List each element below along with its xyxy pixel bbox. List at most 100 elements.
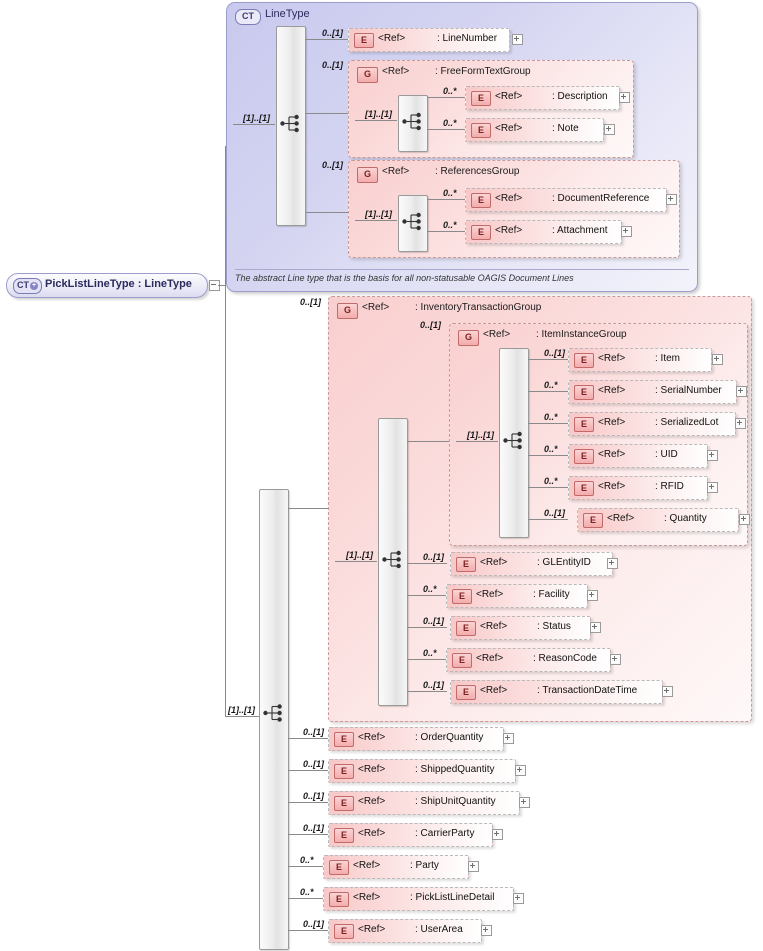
cardinality-orderquantity: 0..[1] [303,727,325,737]
sequence-icon [503,431,525,455]
expand-button-serialnumber[interactable] [736,386,747,397]
complextype-title: LineType [265,8,310,20]
element-glentityid[interactable]: E <Ref> : GLEntityID [450,552,613,576]
group-ref-label: <Ref> [362,302,390,313]
connector [427,129,465,130]
cardinality-freeformtextgroup: 0..[1] [322,60,344,70]
expand-button-carrierparty[interactable] [492,829,503,840]
expand-button-userarea[interactable] [481,925,492,936]
connector [407,659,447,660]
connector-trunk [225,146,226,716]
element-userarea[interactable]: E <Ref> : UserArea [328,919,482,943]
element-name: : UID [655,449,678,460]
element-ref-label: <Ref> [495,193,523,204]
element-attachment[interactable]: E <Ref> : Attachment [465,220,622,244]
expand-button-rfid[interactable] [707,482,718,493]
cardinality-documentreference: 0..* [443,188,457,198]
cardinality-note: 0..* [443,118,457,128]
element-icon: E [456,621,476,636]
connector [456,441,498,442]
sequence-icon [382,550,404,574]
element-name: : Item [655,353,681,364]
cardinality-facility: 0..* [423,584,437,594]
element-transactiondatetime[interactable]: E <Ref> : TransactionDateTime [450,680,663,704]
expand-button-reasoncode[interactable] [610,654,621,665]
cardinality-userarea: 0..[1] [303,919,325,929]
expand-button-note[interactable] [604,124,615,135]
connector [528,391,568,392]
cardinality-shipunitquantity: 0..[1] [303,791,325,801]
expand-button-documentreference[interactable] [666,194,677,205]
element-carrierparty[interactable]: E <Ref> : CarrierParty [328,823,493,847]
element-icon: E [456,557,476,572]
element-name: : Description [552,91,608,102]
expand-button-picklistlinedetail[interactable] [513,893,524,904]
element-ref-label: <Ref> [607,513,635,524]
sequence-icon [263,704,285,727]
expand-button-quantity[interactable] [739,514,750,525]
element-status[interactable]: E <Ref> : Status [450,616,591,640]
connector [528,455,568,456]
element-name: : PickListLineDetail [410,892,495,903]
element-orderquantity[interactable]: E <Ref> : OrderQuantity [328,727,504,751]
element-shipunitquantity[interactable]: E <Ref> : ShipUnitQuantity [328,791,520,815]
element-serialnumber[interactable]: E <Ref> : SerialNumber [568,380,737,404]
element-uid[interactable]: E <Ref> : UID [568,444,708,468]
connector [427,231,465,232]
expand-button-glentityid[interactable] [607,558,618,569]
element-reasoncode[interactable]: E <Ref> : ReasonCode [446,648,611,672]
element-name: : ShipUnitQuantity [415,796,496,807]
group-icon: G [357,167,378,183]
expand-button-status[interactable] [590,622,601,633]
expand-button-attachment[interactable] [621,226,632,237]
element-shippedquantity[interactable]: E <Ref> : ShippedQuantity [328,759,516,783]
sequence-compositor-inventorytransactiongroup [378,418,408,706]
element-facility[interactable]: E <Ref> : Facility [446,584,588,608]
element-icon: E [334,828,354,843]
cardinality-uid: 0..* [544,444,558,454]
connector [288,866,328,867]
element-ref-label: <Ref> [598,385,626,396]
element-documentreference[interactable]: E <Ref> : DocumentReference [465,188,667,212]
element-icon: E [354,33,374,48]
element-ref-label: <Ref> [358,796,386,807]
expand-button-orderquantity[interactable] [503,733,514,744]
connector [355,120,397,121]
group-icon: G [458,330,479,346]
element-linenumber[interactable]: E <Ref> : LineNumber [348,28,510,52]
expand-button-item[interactable] [712,354,723,365]
connector [335,561,377,562]
expand-button-shipunitquantity[interactable] [519,797,530,808]
cardinality-attachment: 0..* [443,220,457,230]
complextype-icon: CT+ [13,278,42,294]
expand-button-serializedlot[interactable] [735,418,746,429]
cardinality-carrierparty: 0..[1] [303,823,325,833]
element-icon: E [574,385,594,400]
element-quantity[interactable]: E <Ref> : Quantity [577,508,739,532]
expand-button-transactiondatetime[interactable] [662,686,673,697]
expand-button-facility[interactable] [587,590,598,601]
element-icon: E [574,417,594,432]
expand-button-linenumber[interactable] [512,34,523,45]
element-party[interactable]: E <Ref> : Party [323,855,469,879]
expand-button-shippedquantity[interactable] [515,765,526,776]
expand-button-uid[interactable] [707,450,718,461]
root-node-picklistlinetype[interactable]: CT+ PickListLineType : LineType [6,273,208,298]
element-ref-label: <Ref> [353,860,381,871]
element-rfid[interactable]: E <Ref> : RFID [568,476,708,500]
group-icon: G [357,67,378,83]
element-item[interactable]: E <Ref> : Item [568,348,712,372]
element-icon: E [471,225,491,240]
expand-button-description[interactable] [619,92,630,103]
element-serializedlot[interactable]: E <Ref> : SerializedLot [568,412,736,436]
element-ref-label: <Ref> [598,481,626,492]
connector [305,212,349,213]
element-description[interactable]: E <Ref> : Description [465,86,620,110]
element-picklistlinedetail[interactable]: E <Ref> : PickListLineDetail [323,887,514,911]
connector [218,285,226,286]
expand-button-party[interactable] [468,861,479,872]
element-note[interactable]: E <Ref> : Note [465,118,604,142]
connector [288,898,328,899]
group-name: : ItemInstanceGroup [536,329,627,340]
group-ref-label: <Ref> [483,329,511,340]
